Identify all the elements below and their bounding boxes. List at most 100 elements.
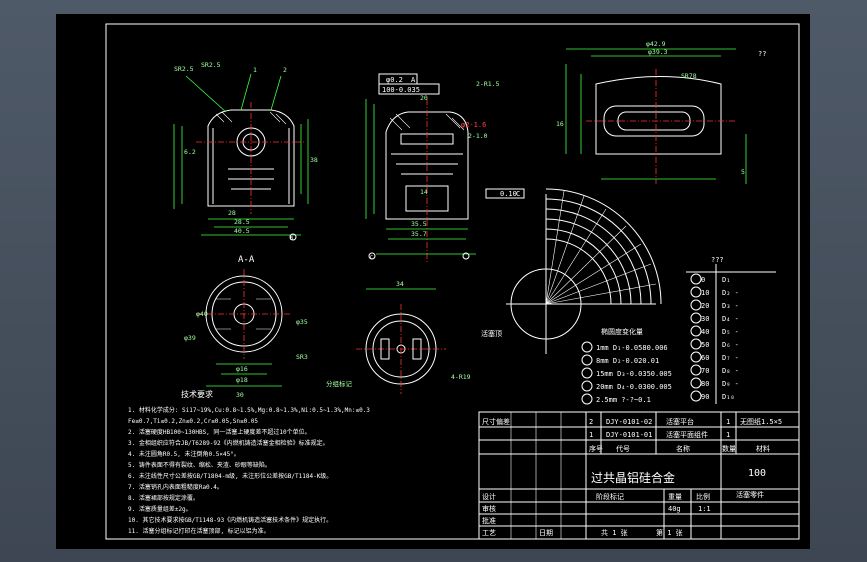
angle-index-marker bbox=[690, 273, 702, 285]
ovality-row: 15mm D₃-0.0350.005 bbox=[596, 370, 672, 378]
bom-code-1: DJY-0101-02 bbox=[606, 418, 652, 426]
drawing-title: 过共晶铝硅合金 bbox=[591, 470, 675, 485]
angle-value: 60 bbox=[701, 354, 709, 362]
dim-16: 6.2 bbox=[184, 148, 196, 156]
bom-mat-1: 无图纸1.5×5 bbox=[740, 417, 782, 426]
notes-rows: 1. 材料化学成分: Si17~19%,Cu:0.8~1.5%,Mg:0.8~1… bbox=[128, 406, 370, 535]
col-no: 序号 bbox=[589, 444, 603, 453]
angle-index-marker bbox=[690, 299, 702, 311]
bom-name-1: 活塞平台 bbox=[666, 417, 694, 426]
ratio-label: 比例 bbox=[696, 492, 710, 501]
ovality-index-marker bbox=[581, 354, 593, 366]
dim-phi16: φ16 bbox=[236, 365, 248, 373]
ovality-row: 20mm D₄-0.0300.005 bbox=[596, 383, 672, 391]
dim-405: 40.5 bbox=[234, 227, 250, 235]
drawing-sheet: SR2.5 SR2.5 1 2 28 28.5 40.5 6.2 38 B bbox=[56, 14, 810, 549]
dim-sr78: SR78 bbox=[681, 72, 697, 80]
angle-table: ??? bbox=[686, 256, 776, 404]
technical-note: 4. 未注圆角R0.5, 未注倒角0.5×45°。 bbox=[128, 450, 240, 458]
angle-index-marker bbox=[690, 286, 702, 298]
col-code: 代号 bbox=[616, 444, 630, 453]
date-label: 日期 bbox=[539, 529, 553, 537]
tol-datum-a: A bbox=[411, 76, 416, 84]
dim-phi40: φ40 bbox=[196, 310, 208, 318]
angle-diameter: D₁₀ bbox=[722, 393, 735, 401]
side-section-view: φ0.2 A 100-0.035 2-R1.5 φ2-1.6 2-1.0 20 … bbox=[365, 73, 525, 264]
angle-value: 0 bbox=[701, 276, 705, 284]
tol-010: 0.10 bbox=[500, 190, 517, 198]
angle-diameter: D₁ bbox=[722, 276, 730, 284]
dim-62: 5 bbox=[741, 168, 745, 176]
dim-38: 16 bbox=[556, 120, 564, 128]
angle-diameter: D₅ - bbox=[722, 328, 739, 336]
ovality-table: 椭圆度变化量 bbox=[601, 327, 643, 336]
angle-diameter: D₃ - bbox=[722, 302, 739, 310]
angle-value: 50 bbox=[701, 341, 709, 349]
technical-note: 6. 未注线性尺寸公差按GB/T1804-m级, 未注形位公差按GB/T1184… bbox=[128, 472, 332, 480]
dim-2r15: 2-R1.5 bbox=[476, 80, 500, 88]
technical-note: 8. 活塞裙部按规定涂覆。 bbox=[128, 494, 199, 502]
dim-sr25-a: SR2.5 bbox=[174, 65, 194, 73]
technical-note: 10. 其它技术要求按GB/T1148-93《内燃机铸造活塞技术条件》规定执行。 bbox=[128, 516, 332, 524]
bom-qty-1: 1 bbox=[726, 418, 730, 426]
bom-code-2: DJY-0101-01 bbox=[606, 431, 652, 439]
ovality-index-marker bbox=[581, 341, 593, 353]
drawing-scale: 100 bbox=[748, 468, 766, 479]
technical-note: 1. 材料化学成分: Si17~19%,Cu:0.8~1.5%,Mg:0.8~1… bbox=[128, 406, 370, 414]
dim-100: 100-0.035 bbox=[382, 86, 420, 94]
angle-value: 10 bbox=[701, 289, 709, 297]
datum-c: C bbox=[370, 255, 373, 261]
dim-2-10: 2-1.0 bbox=[468, 132, 488, 140]
technical-note: 7. 活塞销孔内表面粗糙度Ra0.4。 bbox=[128, 483, 223, 491]
angle-table-head: ??? bbox=[711, 256, 724, 264]
technical-note: 9. 活塞质量组差±2g。 bbox=[128, 505, 192, 513]
dim-phi39: φ39 bbox=[184, 334, 196, 342]
dim-sr25-b: SR2.5 bbox=[201, 61, 221, 69]
corner-label: ?? bbox=[758, 50, 766, 58]
dim-34: 34 bbox=[396, 280, 404, 288]
bom-name-2: 活塞平面组件 bbox=[666, 430, 708, 439]
sheet-num: 第 1 张 bbox=[656, 528, 683, 537]
technical-notes: 技术要求 bbox=[181, 389, 213, 399]
datum-b: B bbox=[290, 236, 293, 242]
dim-sr3: SR3 bbox=[296, 353, 308, 361]
technical-note: Fe≤0.7,Ti≤0.2,Zn≤0.2,Cr≤0.05,Sn≤0.05 bbox=[128, 418, 258, 425]
angle-diameter: D₂ - bbox=[722, 289, 739, 297]
angle-diameter: D₇ - bbox=[722, 354, 739, 362]
bottom-view: 34 4-R19 分组标记 bbox=[326, 280, 471, 394]
ovality-index-marker bbox=[581, 393, 593, 405]
tol-title: 尺寸偏差 bbox=[482, 417, 510, 426]
dim-14: 14 bbox=[420, 188, 428, 196]
dim-357: 35.7 bbox=[411, 230, 427, 238]
aa-section-view: A-A φ40 φ39 φ35 SR3 φ16 φ18 30 bbox=[184, 255, 308, 399]
polar-ovality-diagram: 活塞顶 bbox=[481, 188, 662, 354]
angle-index-marker bbox=[690, 338, 702, 350]
angle-index-marker bbox=[690, 377, 702, 389]
angle-value: 90 bbox=[701, 393, 709, 401]
angle-index-marker bbox=[690, 312, 702, 324]
ovality-head: 椭圆度变化量 bbox=[601, 327, 643, 336]
tol-datum-c: C bbox=[516, 190, 520, 198]
technical-note: 3. 金相组织应符合JB/T6289-92《内燃机铸造活塞金相检验》标准规定。 bbox=[128, 439, 329, 447]
bom-no-2: 1 bbox=[589, 431, 593, 439]
dim-phi393: φ39.3 bbox=[648, 48, 668, 56]
angle-diameter: D₄ - bbox=[722, 315, 739, 323]
ovality-row: 8mm D₂-0.020.01 bbox=[596, 357, 659, 365]
angle-value: 80 bbox=[701, 380, 709, 388]
group-mark-label: 分组标记 bbox=[326, 379, 353, 388]
process-label: 工艺 bbox=[482, 529, 496, 537]
stage-label: 阶段标记 bbox=[596, 492, 624, 501]
drafted-label: 设计 bbox=[482, 492, 496, 501]
technical-note: 5. 铸件表面不得有裂纹、缩松、夹渣、砂眼等缺陷。 bbox=[128, 461, 271, 469]
dim-phi35: φ35 bbox=[296, 318, 308, 326]
angle-value: 40 bbox=[701, 328, 709, 336]
technical-note: 11. 活塞分组标记打印在活塞顶部, 标记以铝为准。 bbox=[128, 527, 270, 535]
dim-phi429: φ42.9 bbox=[646, 40, 666, 48]
dim-phi2-16: φ2-1.6 bbox=[461, 121, 486, 129]
bom-qty-2: 1 bbox=[726, 431, 730, 439]
angle-index-marker bbox=[690, 351, 702, 363]
angle-index-marker bbox=[690, 364, 702, 376]
drawing-canvas: SR2.5 SR2.5 1 2 28 28.5 40.5 6.2 38 B bbox=[105, 23, 800, 540]
weight-label: 重量 bbox=[668, 493, 682, 501]
